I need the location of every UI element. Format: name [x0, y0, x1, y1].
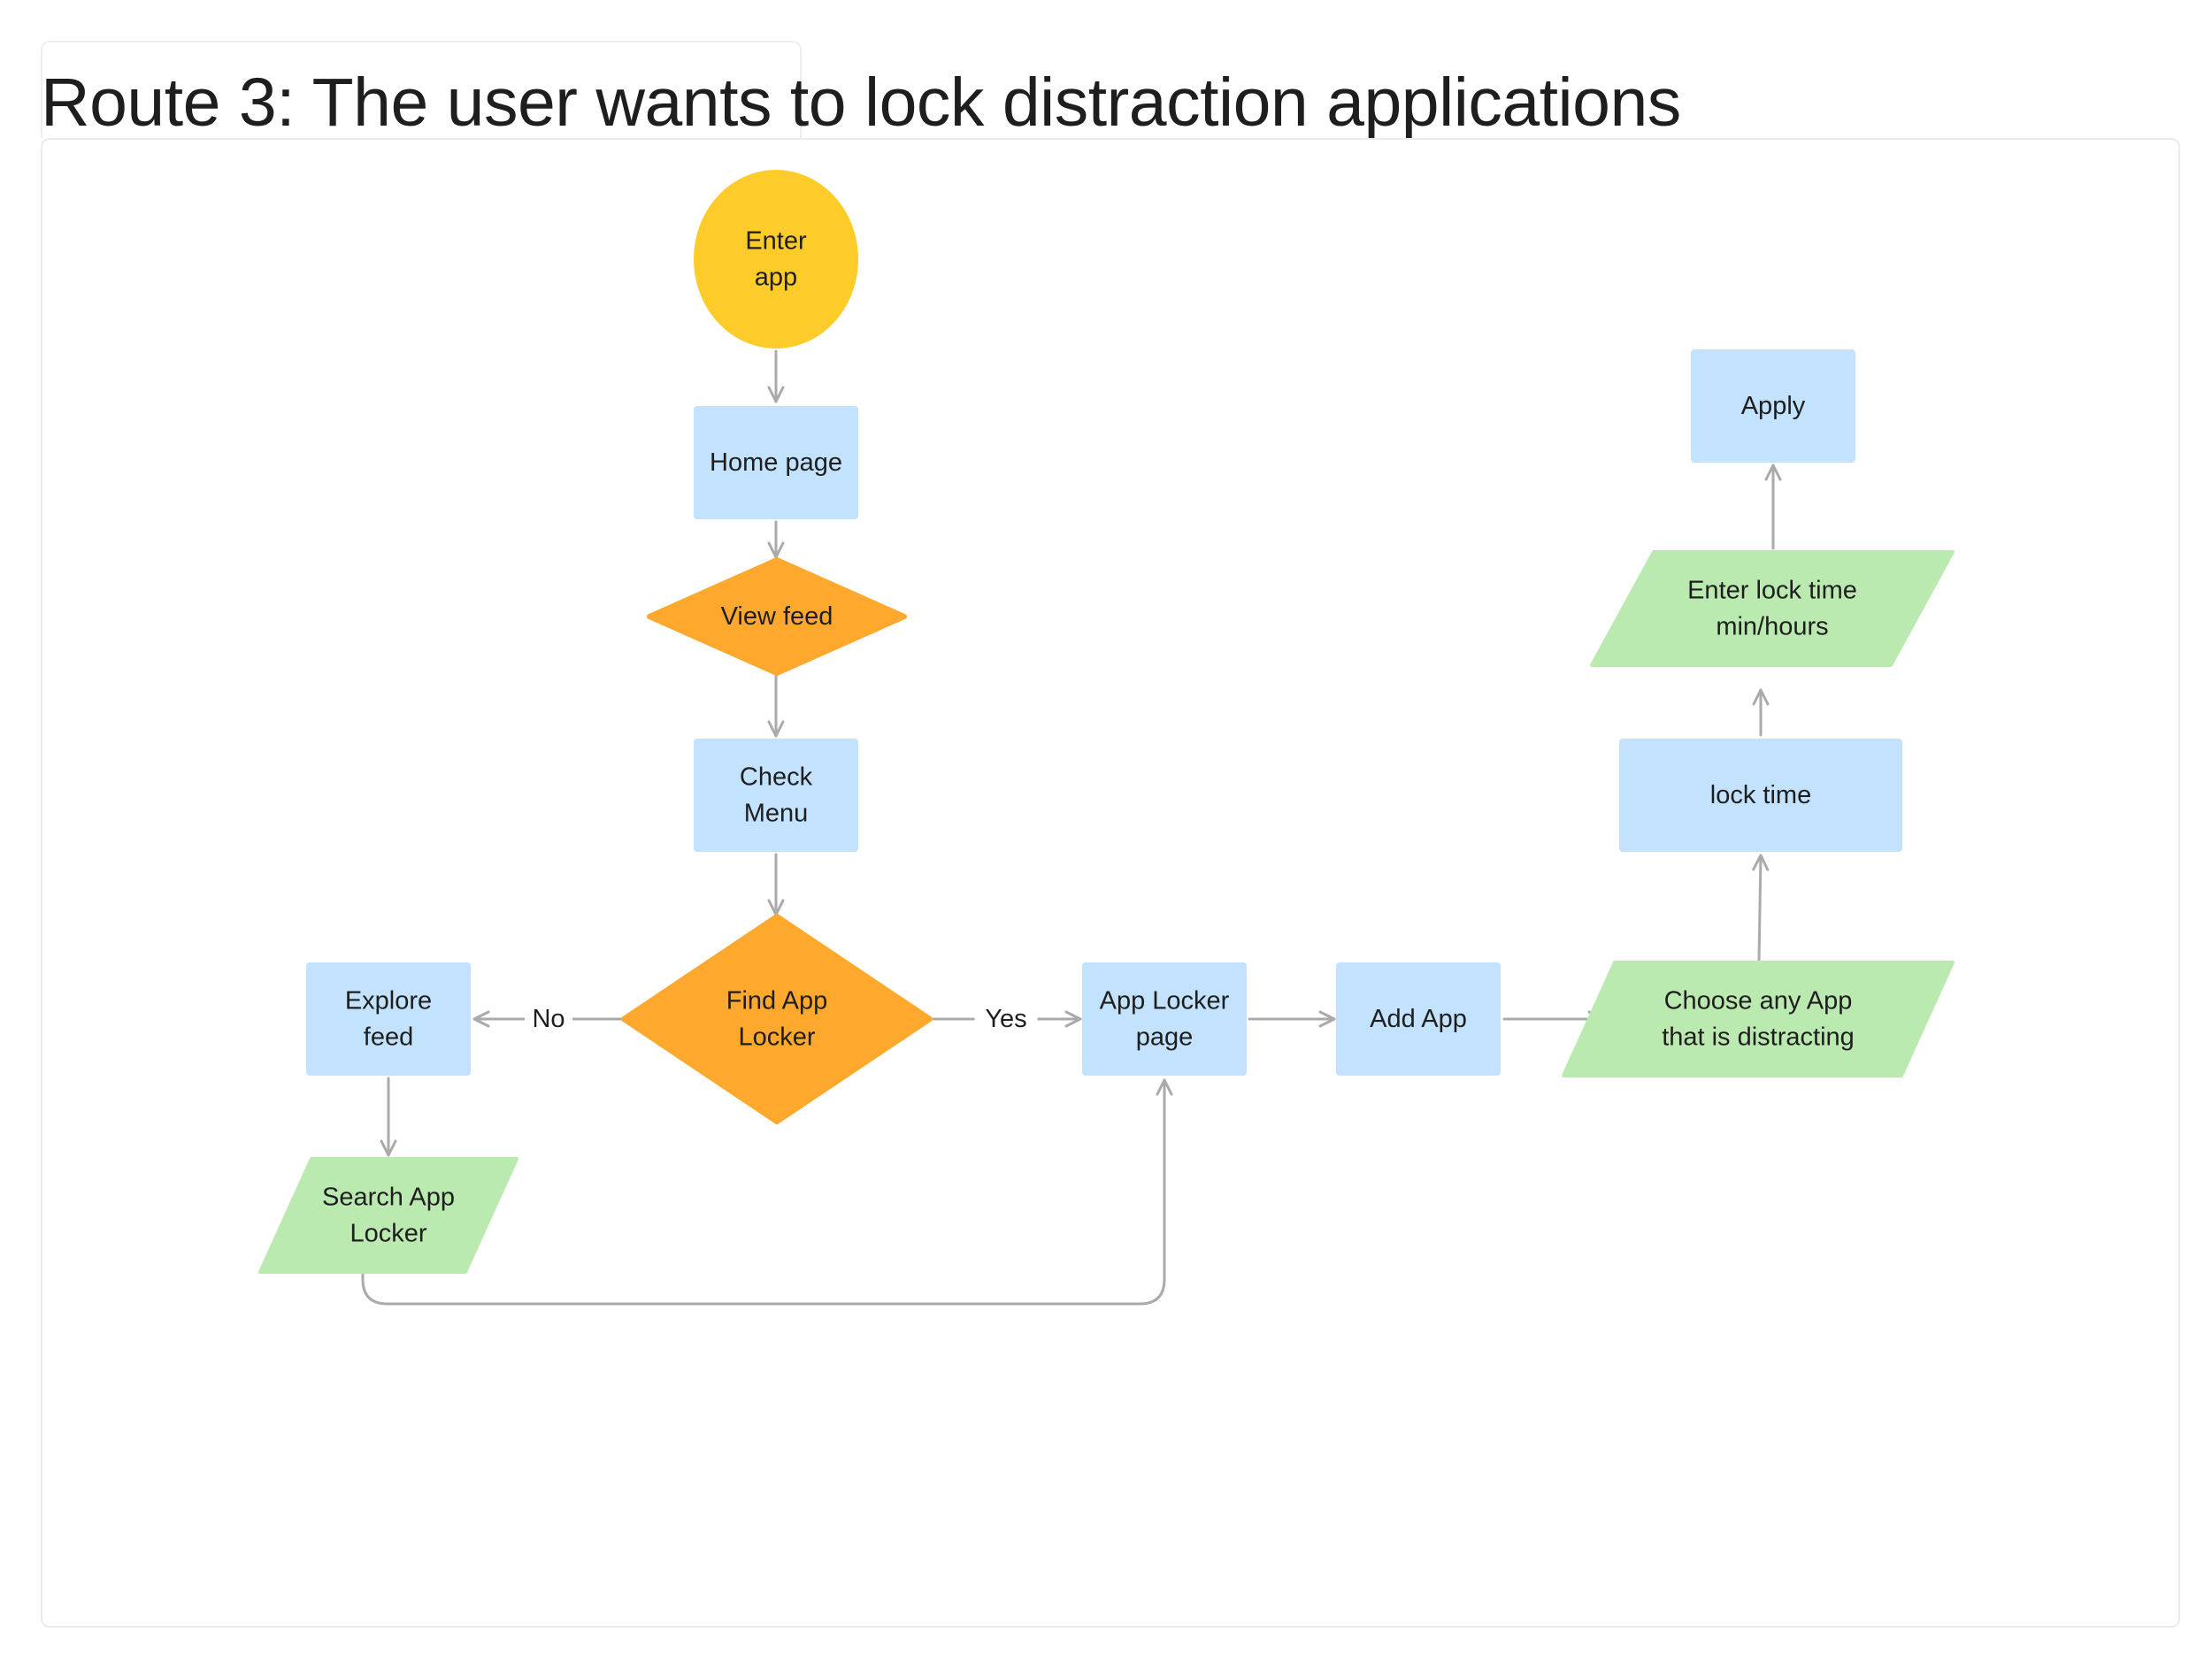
explore-feed-label: Explore — [345, 987, 432, 1015]
find-app-locker-shape — [621, 914, 933, 1124]
node-explore-feed[interactable]: Explore feed — [306, 962, 471, 1076]
explore-feed-shape — [306, 962, 471, 1076]
node-choose-app[interactable]: Choose any App that is distracting — [1562, 961, 1955, 1077]
diagram-frame — [41, 138, 2180, 1628]
search-app-locker-label: Locker — [349, 1220, 426, 1248]
add-app-label: Add App — [1370, 1005, 1467, 1033]
choose-app-shape — [1562, 961, 1955, 1077]
apply-shape — [1691, 349, 1855, 463]
app-locker-page-label: App Locker — [1100, 987, 1230, 1015]
node-enter-lock-time[interactable]: Enter lock time min/hours — [1590, 550, 1955, 667]
view-feed-label: View feed — [721, 602, 833, 631]
node-view-feed[interactable]: View feed — [647, 557, 907, 676]
lock-time-label: lock time — [1710, 781, 1811, 809]
connector-choose-app-to-lock-time — [1752, 854, 1770, 962]
node-apply[interactable]: Apply — [1691, 349, 1855, 463]
edge-labels: No Yes — [525, 1000, 1038, 1038]
edge-label-background — [525, 1000, 572, 1038]
enter-lock-time-label: Enter lock time — [1687, 577, 1857, 605]
find-app-locker-label: Locker — [738, 1023, 815, 1052]
view-feed-shape — [647, 557, 907, 676]
search-app-locker-label: Search App — [322, 1184, 455, 1212]
check-menu-label: Menu — [744, 800, 809, 828]
node-home-page[interactable]: Home page — [694, 406, 858, 519]
find-app-locker-label: Find App — [726, 987, 827, 1015]
node-lock-time[interactable]: lock time — [1619, 739, 1902, 852]
edge-label-no: No — [532, 1005, 565, 1033]
app-locker-page-label: page — [1136, 1023, 1194, 1052]
title-tab — [41, 41, 802, 138]
node-enter-app[interactable]: Enter app — [694, 170, 858, 349]
home-page-shape — [694, 406, 858, 519]
page-title: Route 3: The user wants to lock distract… — [41, 65, 1681, 141]
enter-lock-time-label: min/hours — [1716, 613, 1828, 641]
connectors — [361, 349, 1782, 1306]
edge-label-yes: Yes — [985, 1005, 1026, 1033]
enter-app-label: app — [755, 264, 797, 292]
check-menu-shape — [694, 739, 858, 852]
check-menu-label: Check — [740, 763, 813, 792]
explore-feed-label: feed — [364, 1023, 413, 1052]
node-app-locker-page[interactable]: App Locker page — [1082, 962, 1247, 1076]
connector-search-app-locker-to-app-locker-page — [361, 1078, 1173, 1306]
search-app-locker-shape — [258, 1157, 518, 1274]
add-app-shape — [1336, 962, 1501, 1076]
choose-app-label: Choose any App — [1664, 987, 1853, 1015]
node-add-app[interactable]: Add App — [1336, 962, 1501, 1076]
apply-label: Apply — [1741, 392, 1806, 420]
enter-app-shape — [694, 170, 858, 349]
lock-time-shape — [1619, 739, 1902, 852]
choose-app-label: that is distracting — [1662, 1023, 1855, 1052]
enter-lock-time-shape — [1590, 550, 1955, 667]
home-page-label: Home page — [710, 448, 842, 477]
enter-app-label: Enter — [745, 227, 807, 256]
app-locker-page-shape — [1082, 962, 1247, 1076]
edge-label-background — [974, 1000, 1038, 1038]
